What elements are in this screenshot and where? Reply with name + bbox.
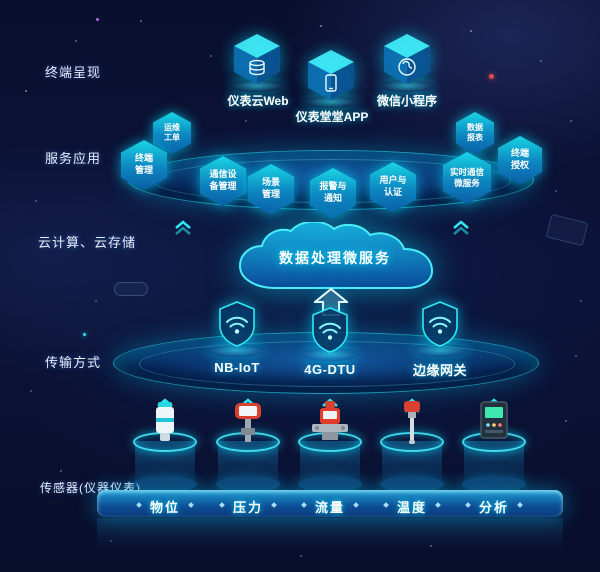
transport-pad xyxy=(411,344,469,357)
transport-item-label: 边缘网关 xyxy=(412,363,468,378)
pressure-sensor-icon xyxy=(228,398,268,446)
chevron-up-icon xyxy=(174,220,192,236)
sensor-pedestal xyxy=(461,432,527,496)
level-sensor-icon xyxy=(145,398,185,446)
edge-gateway-shield-wifi-icon xyxy=(419,300,461,348)
sensor-item-label: 物位 xyxy=(150,497,180,516)
decorative-cloud-icon xyxy=(114,282,148,296)
layer-label-terminal: 终端呈现 xyxy=(45,65,102,80)
temperature-sensor-icon xyxy=(392,398,432,446)
flow-meter-icon xyxy=(308,398,352,446)
sensor-item-label: 压力 xyxy=(233,497,263,516)
transport-item-label: NB-IoT xyxy=(214,360,260,375)
transport-pad xyxy=(301,348,359,361)
red-star-dot xyxy=(489,74,494,79)
app-cube-icon xyxy=(304,48,358,106)
starfield xyxy=(0,0,2,2)
sensor-item-label: 流量 xyxy=(315,497,345,516)
layer-label-cloud: 云计算、云存储 xyxy=(38,235,137,250)
nbiot-shield-wifi-icon xyxy=(216,300,258,348)
cloud-icon xyxy=(228,222,442,296)
terminal-item-label: 微信小程序 xyxy=(376,94,438,108)
purple-star-dot xyxy=(96,18,99,21)
layer-label-transport: 传输方式 xyxy=(45,355,102,370)
web-cube-icon xyxy=(230,32,284,90)
terminal-pad xyxy=(303,96,359,108)
decorative-box-icon xyxy=(545,213,589,247)
analyzer-icon xyxy=(474,398,514,446)
layer-label-services: 服务应用 xyxy=(45,151,102,166)
base-reflection xyxy=(97,518,563,552)
chevron-up-icon xyxy=(452,220,470,236)
transport-item-label: 4G-DTU xyxy=(304,362,356,377)
terminal-pad xyxy=(379,80,435,92)
4gdtu-shield-wifi-icon xyxy=(309,306,351,354)
sensor-item-label: 温度 xyxy=(397,497,427,516)
transport-pad xyxy=(207,344,265,357)
cloud-service-label: 数据处理微服务 xyxy=(279,250,391,266)
sensor-pedestal xyxy=(379,432,445,496)
wechat-miniprogram-cube-icon xyxy=(380,32,434,90)
sensor-pedestal xyxy=(215,432,281,496)
sensor-item-label: 分析 xyxy=(479,497,509,516)
teal-star-dot xyxy=(83,333,86,336)
terminal-item-label: 仪表堂堂APP xyxy=(295,110,369,124)
terminal-pad xyxy=(229,80,285,92)
terminal-item-label: 仪表云Web xyxy=(227,94,289,108)
